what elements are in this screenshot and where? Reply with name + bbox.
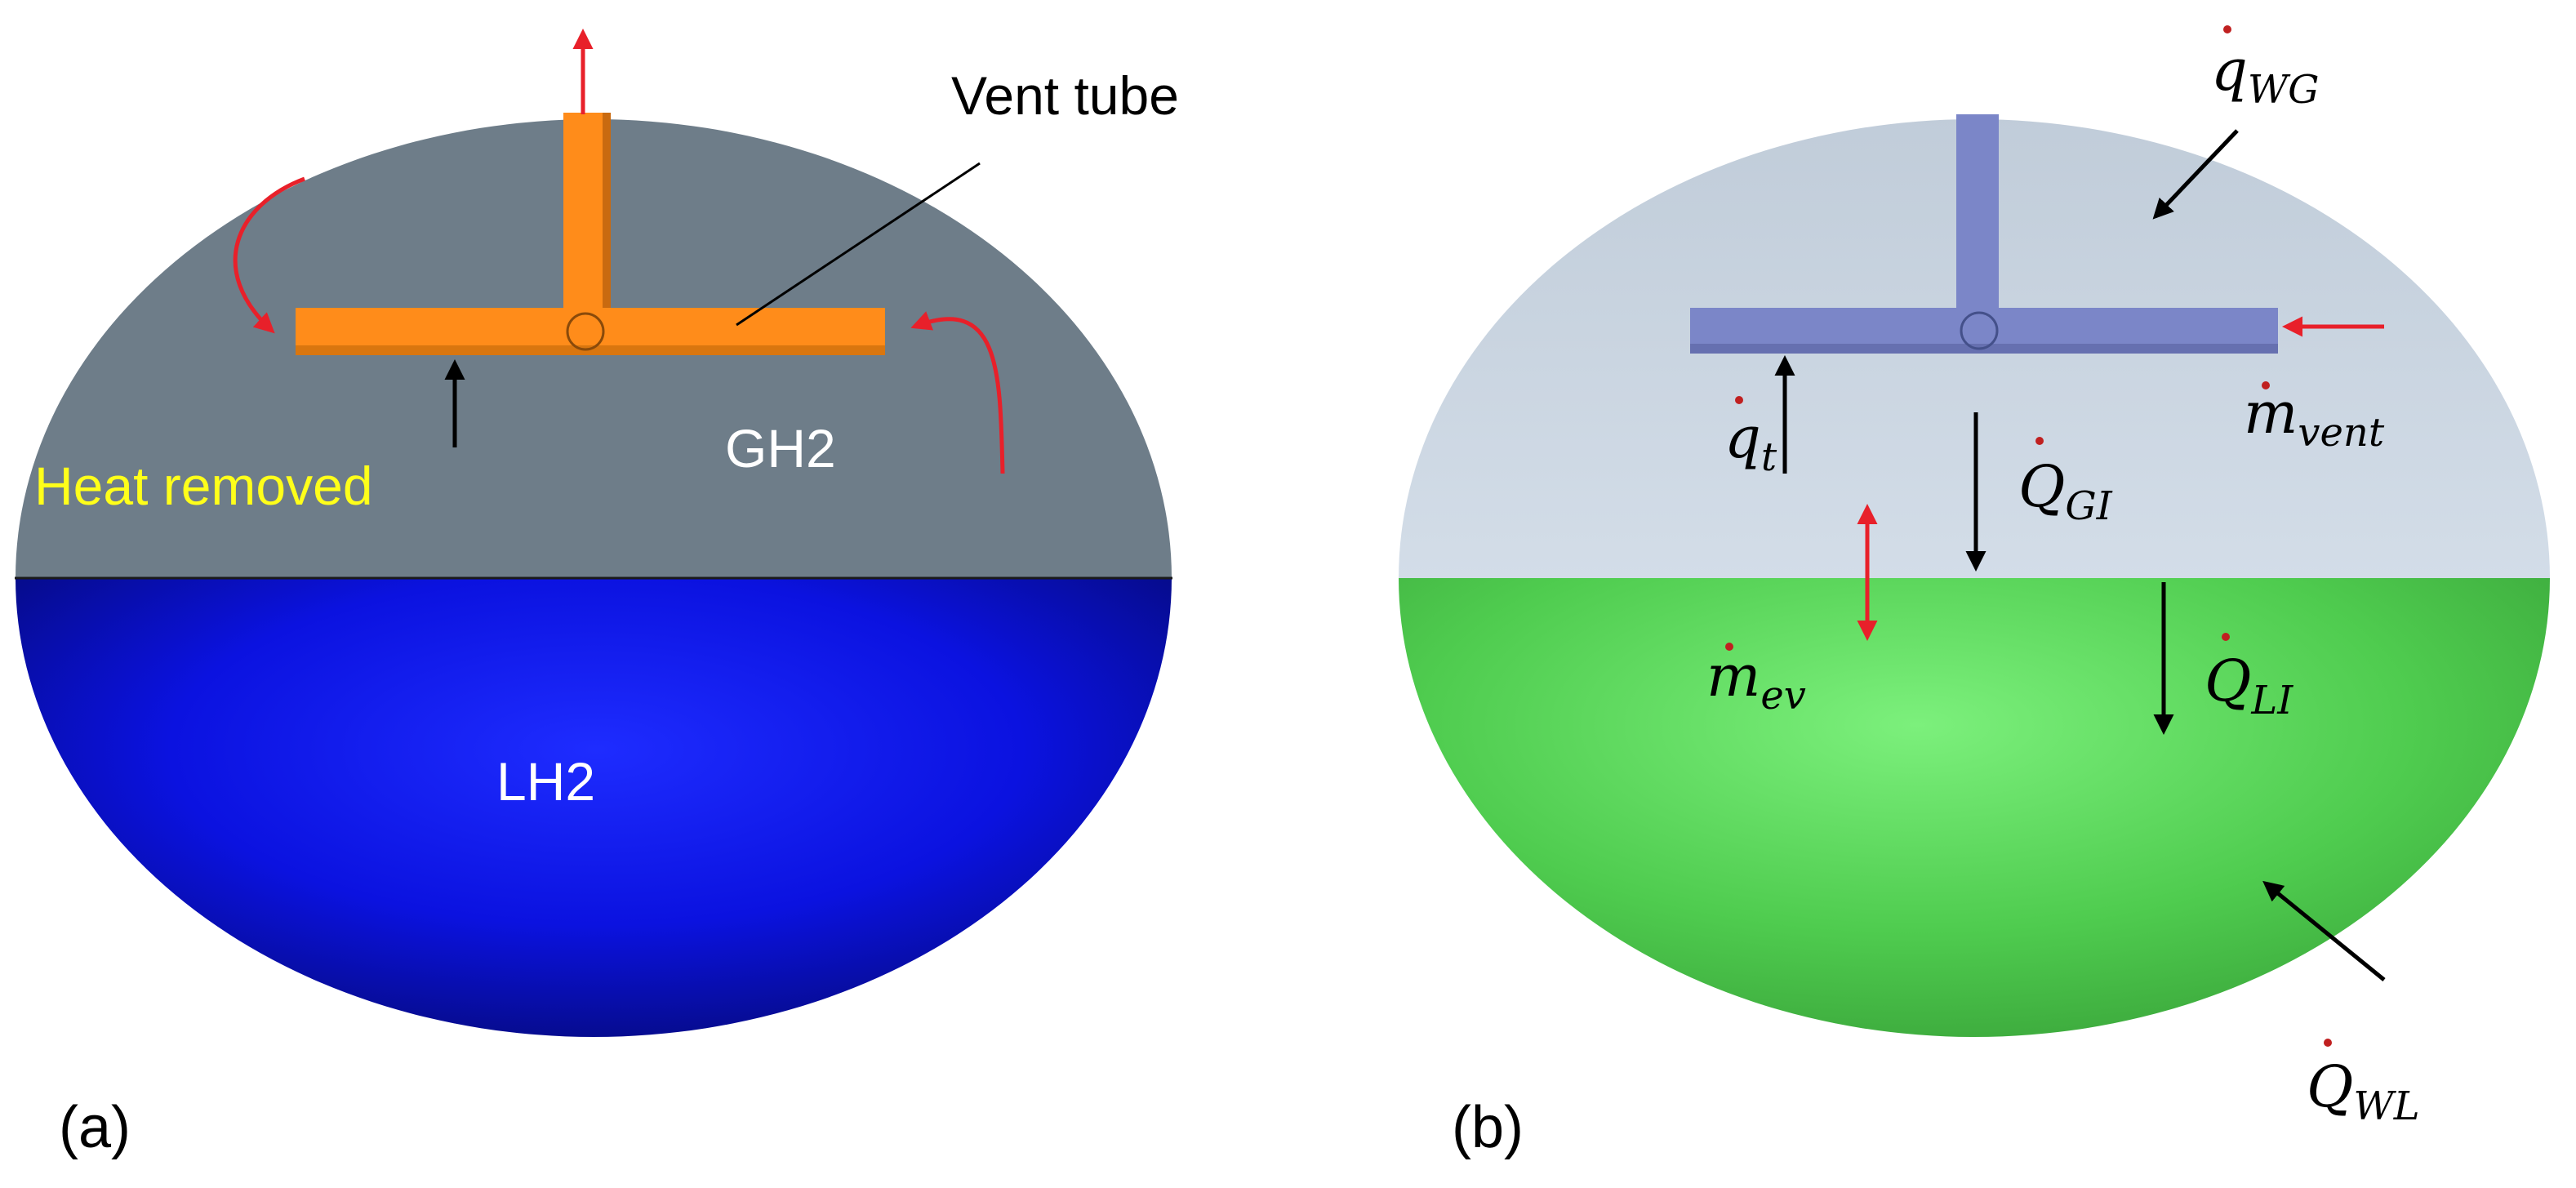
label-q-gi: QGI xyxy=(2018,437,2113,529)
svg-text:QGI: QGI xyxy=(2018,453,2113,529)
svg-text:mev: mev xyxy=(1706,643,1806,719)
right-curved-flow-arrow xyxy=(910,311,1005,474)
svg-text:QWL: QWL xyxy=(2307,1053,2420,1129)
vent-tube-leader-line xyxy=(736,162,981,327)
label-q-wg: qWG xyxy=(2211,25,2320,113)
liquid-region-label: LH2 xyxy=(496,751,595,812)
label-m-vent: mvent xyxy=(2244,380,2385,456)
panel-a: Vent tube GH2 Heat removed LH2 (a) xyxy=(15,29,1179,1160)
gas-region-label: GH2 xyxy=(725,418,836,478)
svg-text:mvent: mvent xyxy=(2244,380,2385,456)
label-q-t: qt xyxy=(1724,396,1777,480)
label-m-ev: mev xyxy=(1706,643,1806,719)
label-q-li: QLI xyxy=(2205,633,2293,723)
label-q-wl: QWL xyxy=(2307,1039,2420,1129)
heat-removed-label: Heat removed xyxy=(34,456,373,516)
q-wl-arrow xyxy=(2262,880,2386,981)
panel-b-caption: (b) xyxy=(1452,1095,1524,1160)
liquid-region-lh2 xyxy=(16,578,1172,1037)
q-wg-arrow xyxy=(2152,129,2239,220)
svg-text:qt: qt xyxy=(1724,404,1777,480)
panel-b: qWG mvent qt QGI mev QLI QWL (b) xyxy=(1399,25,2550,1160)
panel-a-caption: (a) xyxy=(59,1095,131,1160)
svg-text:qWG: qWG xyxy=(2211,37,2320,113)
left-curved-flow-arrow xyxy=(233,176,305,334)
vent-tube xyxy=(296,113,885,355)
svg-text:QLI: QLI xyxy=(2205,647,2293,723)
vent-tube-b xyxy=(1690,114,2278,354)
liquid-region xyxy=(1399,578,2550,1037)
vent-tube-label: Vent tube xyxy=(951,65,1179,126)
